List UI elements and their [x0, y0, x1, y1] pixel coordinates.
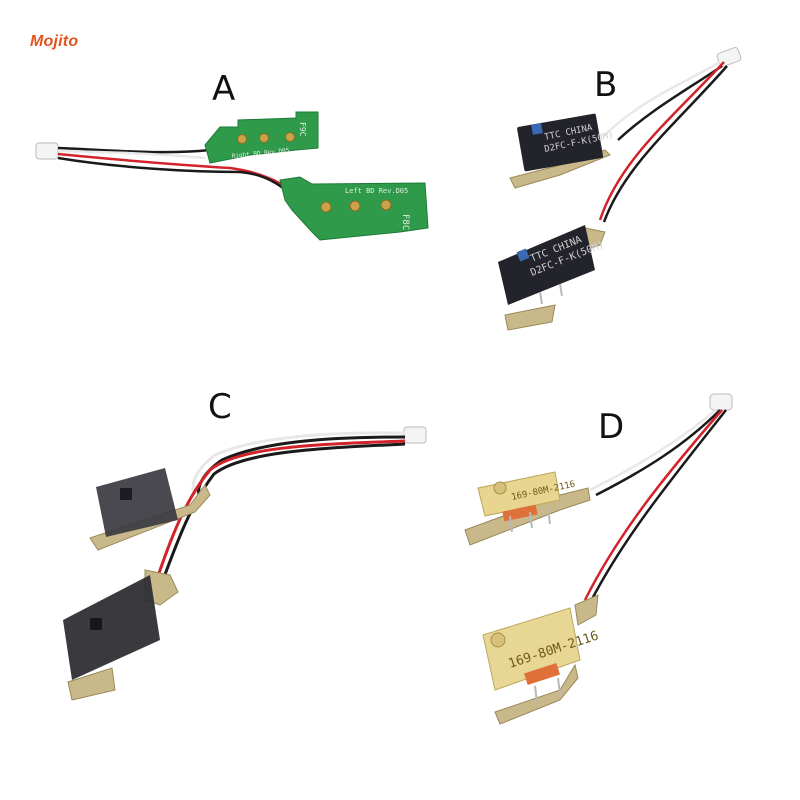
panel-c-assembly [63, 426, 427, 701]
panel-label-a: A [212, 69, 236, 109]
switch-d-lower [482, 607, 581, 691]
connector-b [716, 47, 742, 67]
switch-c-lower [63, 575, 160, 680]
switch-c-upper [96, 468, 178, 537]
panel-d-assembly: 169-80M-2116 169-80M-2116 [464, 393, 733, 725]
panel-label-b: B [594, 65, 618, 105]
wire-a-red [57, 152, 291, 191]
wire-a-white [57, 149, 206, 160]
connector-a [35, 142, 59, 160]
pcb-c-lower-foot [67, 667, 116, 701]
wire-a-black-2 [57, 156, 293, 196]
wire-a-black [57, 146, 211, 154]
panel-b-assembly: TTC CHINA D2FC-F-K(50M) TTC CHINA D2FC-F… [498, 47, 742, 331]
connector-d [709, 393, 733, 411]
pcb-left-text: Left BD Rev.D05 [345, 187, 408, 195]
connector-c [403, 426, 427, 444]
panel-a-assembly: Right BD Rev.D05 F9C Left BD Rev.D05 F8C [35, 111, 429, 241]
panel-label-d: D [598, 407, 625, 447]
pcb-b-lower-foot [504, 304, 556, 331]
pcb-c-upper [89, 484, 211, 551]
switch-b-lower [498, 225, 595, 305]
brand-watermark: Mojito [30, 33, 79, 50]
switch-d-upper [477, 471, 561, 517]
panel-label-c: C [208, 387, 232, 427]
svg-text:F8C: F8C [400, 214, 410, 230]
svg-text:F9C: F9C [298, 122, 307, 137]
